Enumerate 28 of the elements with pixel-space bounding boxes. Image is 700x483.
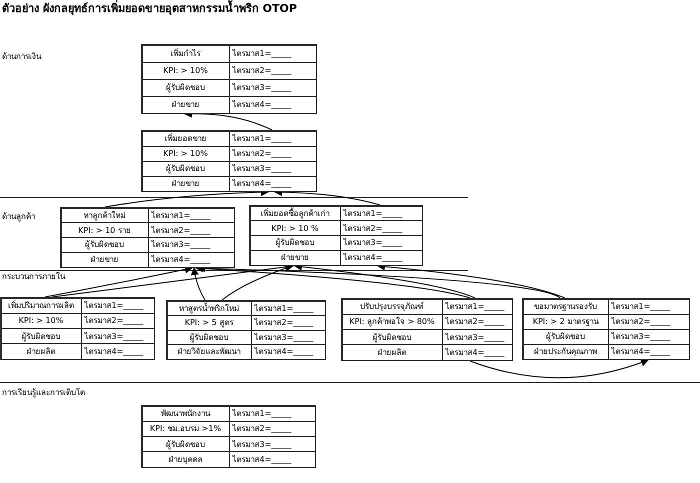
section-label: กระบวนการภายใน xyxy=(2,270,65,283)
arrow xyxy=(222,264,293,300)
kpi-table xyxy=(0,297,155,360)
table-cell: หาสูตรน้ำพริกใหม่ xyxy=(166,300,252,316)
table-cell: ปรับปรุงบรรจุภัณฑ์ xyxy=(342,298,442,315)
kpi-table xyxy=(249,205,423,266)
table-cell: ขอมาตรฐานรองรับ xyxy=(522,298,608,314)
section-label: ด้านการเงิน xyxy=(2,51,41,63)
table-cell: เพิ่มยอดซื้อลูกค้าเก่า xyxy=(250,206,340,222)
kpi-table xyxy=(166,300,326,360)
kpi-table xyxy=(60,207,235,268)
section-label: ด้านลูกค้า xyxy=(2,211,35,223)
arrow xyxy=(470,358,649,378)
kpi-table xyxy=(341,298,513,361)
table-cell: เพิ่มปริมาณการผลิต xyxy=(0,298,82,314)
title: ตัวอย่าง ผังกลยุทธ์การเพิ่มยอดขายอุตสาหกรรมน้ำพริก OTOP xyxy=(2,1,298,16)
table-cell: หาลูกค้าใหม่ xyxy=(60,208,148,224)
arrow xyxy=(190,267,206,300)
kpi-table xyxy=(522,298,690,360)
section-label: การเรียนรู้และการเติบโต xyxy=(2,386,85,399)
table-cell: พัฒนาพนักงาน xyxy=(142,406,230,422)
kpi-table xyxy=(141,130,317,192)
table-cell: เพิ่มยอดขาย xyxy=(142,130,230,146)
kpi-table xyxy=(141,44,317,114)
kpi-table xyxy=(141,405,316,468)
table-cell: ไตรมาส1=_____ xyxy=(250,300,326,316)
arrow xyxy=(44,266,193,298)
table-cell: เพิ่มกำไร xyxy=(142,44,230,62)
